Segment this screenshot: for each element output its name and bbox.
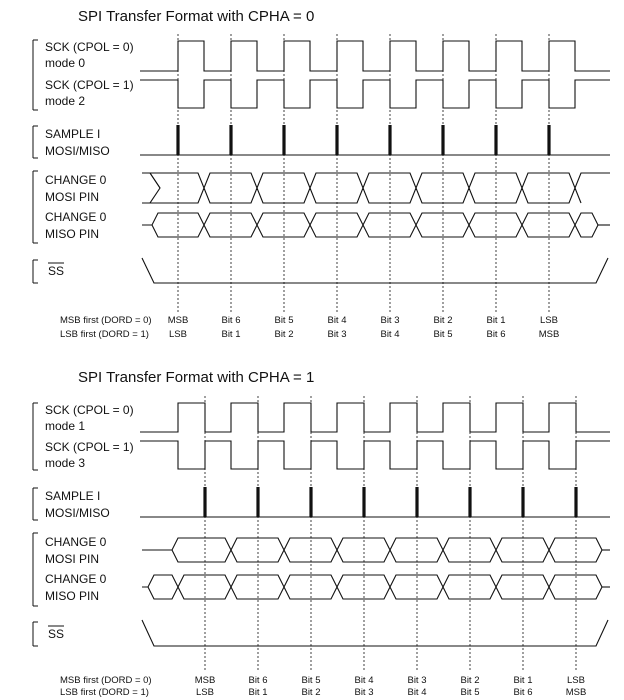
bracket-change	[32, 170, 38, 244]
sck-cpol0-label: SCK (CPOL = 0)	[45, 403, 134, 417]
bit-label: LSB	[567, 675, 585, 686]
sck-cpol1-label: SCK (CPOL = 1)	[45, 440, 134, 454]
sample-sub: MOSI/MISO	[45, 506, 110, 520]
sck-cpol0-waveform	[140, 402, 610, 433]
bracket-change	[32, 532, 38, 607]
bit-label: Bit 6	[486, 329, 505, 340]
bit-label: Bit 4	[327, 315, 346, 326]
mosi-change-label: CHANGE 0	[45, 173, 107, 187]
miso-change-label: CHANGE 0	[45, 572, 107, 586]
msb-bit-row: MSB Bit 6 Bit 5 Bit 4 Bit 3 Bit 2 Bit 1 LSB	[195, 675, 585, 686]
bit-label: Bit 1	[221, 329, 240, 340]
ss-waveform	[141, 619, 609, 647]
mosi-bus-waveform	[142, 172, 610, 204]
bit-label: Bit 2	[301, 687, 320, 698]
lsb-bit-row: LSB Bit 1 Bit 2 Bit 3 Bit 4 Bit 5 Bit 6 MSB	[169, 329, 559, 340]
bit-label: Bit 5	[301, 675, 320, 686]
sample-sub: MOSI/MISO	[45, 144, 110, 158]
mosi-pin-label: MOSI PIN	[45, 552, 99, 566]
bit-label: MSB	[195, 675, 216, 686]
bit-label: Bit 6	[221, 315, 240, 326]
sck-cpol0-label: SCK (CPOL = 0)	[45, 40, 134, 54]
miso-pin-label: MISO PIN	[45, 227, 99, 241]
bit-label: Bit 3	[380, 315, 399, 326]
bracket-ss	[32, 621, 38, 647]
bit-label: Bit 4	[354, 675, 373, 686]
bit-label: Bit 6	[248, 675, 267, 686]
ss-label: SS	[48, 627, 64, 641]
lsb-bit-row: LSB Bit 1 Bit 2 Bit 3 Bit 4 Bit 5 Bit 6 MSB	[196, 687, 586, 698]
bit-label: Bit 2	[433, 315, 452, 326]
bracket-ss	[32, 259, 38, 284]
miso-change-label: CHANGE 0	[45, 210, 107, 224]
miso-bus-waveform	[142, 212, 599, 238]
sample-label: SAMPLE I	[45, 127, 100, 141]
bit-label: LSB	[540, 315, 558, 326]
msb-first-label: MSB first (DORD = 0)	[60, 675, 152, 686]
bit-label: MSB	[566, 687, 587, 698]
bit-label: LSB	[169, 329, 187, 340]
miso-bus-waveform	[142, 574, 603, 600]
mosi-bus-waveform	[142, 537, 603, 563]
miso-pin-label: MISO PIN	[45, 589, 99, 603]
bracket-sample	[32, 487, 38, 521]
sck-cpol1-waveform	[140, 440, 610, 470]
ss-waveform	[141, 257, 609, 284]
mosi-pin-label: MOSI PIN	[45, 190, 99, 204]
bit-label: Bit 4	[407, 687, 426, 698]
bit-label: Bit 5	[433, 329, 452, 340]
msb-bit-row: MSB Bit 6 Bit 5 Bit 4 Bit 3 Bit 2 Bit 1 LSB	[168, 315, 558, 326]
sck-cpol0-mode: mode 0	[45, 56, 85, 70]
sample-label: SAMPLE I	[45, 489, 100, 503]
bracket-sck	[32, 39, 38, 111]
bit-label: Bit 3	[327, 329, 346, 340]
sck-cpol0-mode: mode 1	[45, 419, 85, 433]
bit-label: Bit 3	[407, 675, 426, 686]
mosi-change-label: CHANGE 0	[45, 535, 107, 549]
bit-label: Bit 4	[380, 329, 399, 340]
sck-cpol1-waveform	[140, 79, 610, 109]
bit-label: Bit 3	[354, 687, 373, 698]
bracket-sck	[32, 402, 38, 471]
sck-cpol1-mode: mode 3	[45, 456, 85, 470]
bit-label: Bit 2	[460, 675, 479, 686]
bit-label: Bit 1	[486, 315, 505, 326]
msb-first-label: MSB first (DORD = 0)	[60, 315, 152, 326]
panel-cpha1: SPI Transfer Format with CPHA = 1 SCK (C…	[32, 369, 610, 698]
panel-title: SPI Transfer Format with CPHA = 0	[78, 8, 314, 25]
ss-label: SS	[48, 264, 64, 278]
panel-cpha0: SPI Transfer Format with CPHA = 0 SCK (C…	[32, 8, 610, 340]
bit-label: Bit 2	[274, 329, 293, 340]
bit-label: Bit 6	[513, 687, 532, 698]
bit-label: MSB	[168, 315, 189, 326]
bit-label: MSB	[539, 329, 560, 340]
sck-cpol0-waveform	[140, 40, 610, 72]
sck-cpol1-label: SCK (CPOL = 1)	[45, 78, 134, 92]
bit-label: Bit 1	[513, 675, 532, 686]
mosi-bus-edge	[149, 172, 161, 189]
sck-cpol1-mode: mode 2	[45, 94, 85, 108]
bit-label: Bit 1	[248, 687, 267, 698]
lsb-first-label: LSB first (DORD = 1)	[60, 687, 149, 698]
bracket-sample	[32, 125, 38, 159]
bit-label: Bit 5	[460, 687, 479, 698]
bit-label: LSB	[196, 687, 214, 698]
panel-title: SPI Transfer Format with CPHA = 1	[78, 369, 314, 386]
bit-label: Bit 5	[274, 315, 293, 326]
lsb-first-label: LSB first (DORD = 1)	[60, 329, 149, 340]
